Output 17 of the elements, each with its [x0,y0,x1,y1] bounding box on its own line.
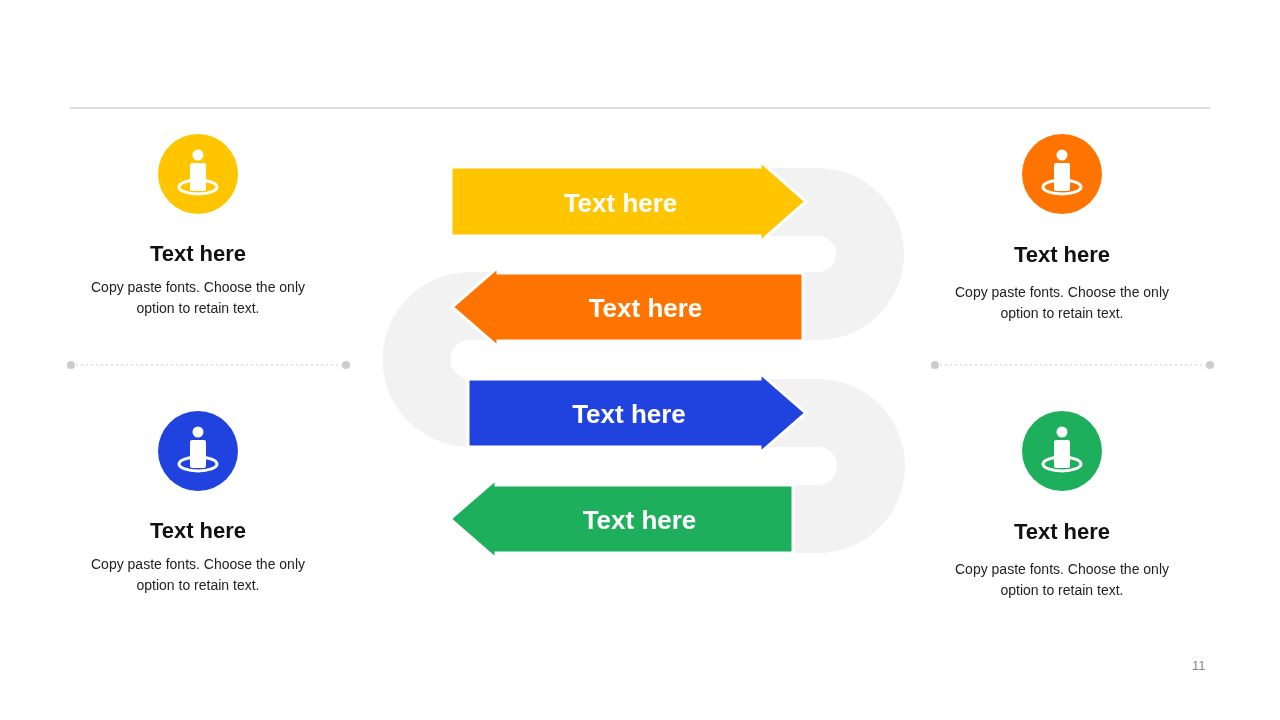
body-text: Copy paste fonts. Choose the only option to retain text. [954,560,1170,600]
arrow-label: Text here [588,292,703,324]
heading: Text here [149,518,247,544]
arrow-shape [452,267,803,347]
heading: Text here [1013,519,1111,545]
body-text: Copy paste fonts. Choose the only option to retain text. [90,278,306,318]
heading: Text here [149,241,247,267]
heading: Text here [1013,242,1111,268]
page-number: 11 [1192,658,1206,673]
arrow-shape [468,373,806,453]
arrow-shape [451,161,806,242]
arrow-label: Text here [572,398,686,430]
arrow-shape [450,479,793,559]
body-text: Copy paste fonts. Choose the only option to retain text. [90,555,306,595]
arrow-label: Text here [582,504,697,536]
body-text: Copy paste fonts. Choose the only option to retain text. [954,283,1170,323]
arrow-label: Text here [563,187,678,218]
